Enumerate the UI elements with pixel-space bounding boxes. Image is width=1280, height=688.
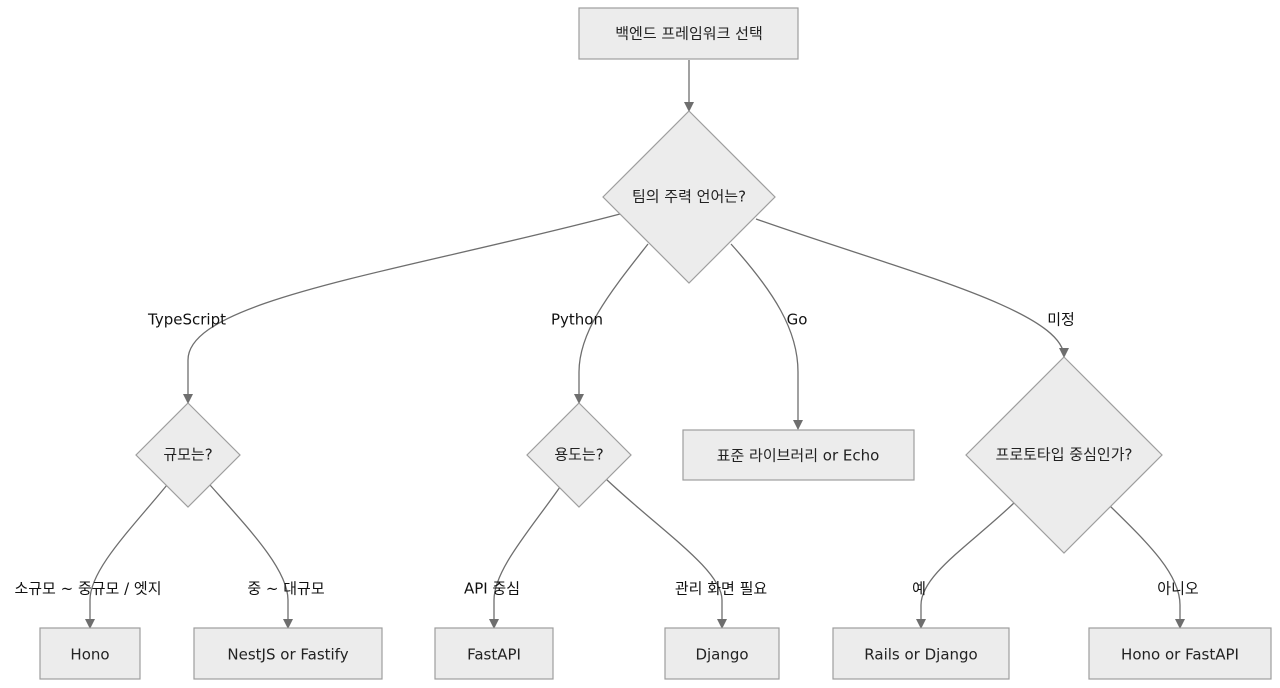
edge-purpose-to-django xyxy=(605,478,727,629)
node-prototype-label: 프로토타입 중심인가? xyxy=(996,446,1133,464)
edge-language-to-prototype xyxy=(755,218,1069,358)
edge-language-to-scale xyxy=(183,213,621,404)
node-scale-question: 규모는? xyxy=(135,402,241,508)
edge-label-python: Python xyxy=(551,311,603,329)
edge-language-to-go xyxy=(730,243,803,430)
edge-scale-to-hono xyxy=(85,484,168,629)
node-hono-fastapi-label: Hono or FastAPI xyxy=(1121,646,1239,664)
node-hono-label: Hono xyxy=(70,646,109,664)
node-rails-result: Rails or Django xyxy=(832,627,1010,680)
edge-purpose-to-fastapi xyxy=(489,486,561,629)
edge-prototype-to-rails xyxy=(916,501,1016,629)
node-nest-result: NestJS or Fastify xyxy=(193,627,383,680)
edge-prototype-to-hono-fastapi xyxy=(1109,505,1185,629)
node-fastapi-label: FastAPI xyxy=(467,646,521,664)
node-go-label: 표준 라이브러리 or Echo xyxy=(717,447,880,465)
node-language-label: 팀의 주력 언어는? xyxy=(632,188,746,206)
node-purpose-question: 용도는? xyxy=(526,402,632,508)
edge-label-api: API 중심 xyxy=(464,580,520,598)
edge-label-undecided: 미정 xyxy=(1047,311,1075,329)
node-go-result: 표준 라이브러리 or Echo xyxy=(682,429,915,481)
node-hono-fastapi-result: Hono or FastAPI xyxy=(1088,627,1272,680)
edge-label-typescript: TypeScript xyxy=(147,311,226,329)
node-fastapi-result: FastAPI xyxy=(434,627,554,680)
edge-label-no: 아니오 xyxy=(1157,580,1199,598)
edge-label-yes: 예 xyxy=(912,580,926,598)
node-hono-result: Hono xyxy=(39,627,141,680)
edge-language-to-purpose xyxy=(574,243,649,404)
edge-label-go: Go xyxy=(787,311,808,329)
node-rails-label: Rails or Django xyxy=(864,646,977,664)
edge-scale-to-nest xyxy=(209,484,293,629)
node-scale-label: 규모는? xyxy=(163,446,212,464)
node-start-label: 백엔드 프레임워크 선택 xyxy=(615,25,763,43)
edge-label-admin: 관리 화면 필요 xyxy=(675,580,768,598)
edge-label-small-scale: 소규모 ~ 중규모 / 엣지 xyxy=(14,580,161,598)
node-django-result: Django xyxy=(664,627,780,680)
node-language-question: 팀의 주력 언어는? xyxy=(602,110,776,284)
node-purpose-label: 용도는? xyxy=(554,446,603,464)
node-nest-label: NestJS or Fastify xyxy=(227,646,348,664)
node-start: 백엔드 프레임워크 선택 xyxy=(578,7,799,60)
node-prototype-question: 프로토타입 중심인가? xyxy=(965,356,1163,554)
node-django-label: Django xyxy=(695,646,748,664)
edge-label-large-scale: 중 ~ 대규모 xyxy=(247,580,325,598)
